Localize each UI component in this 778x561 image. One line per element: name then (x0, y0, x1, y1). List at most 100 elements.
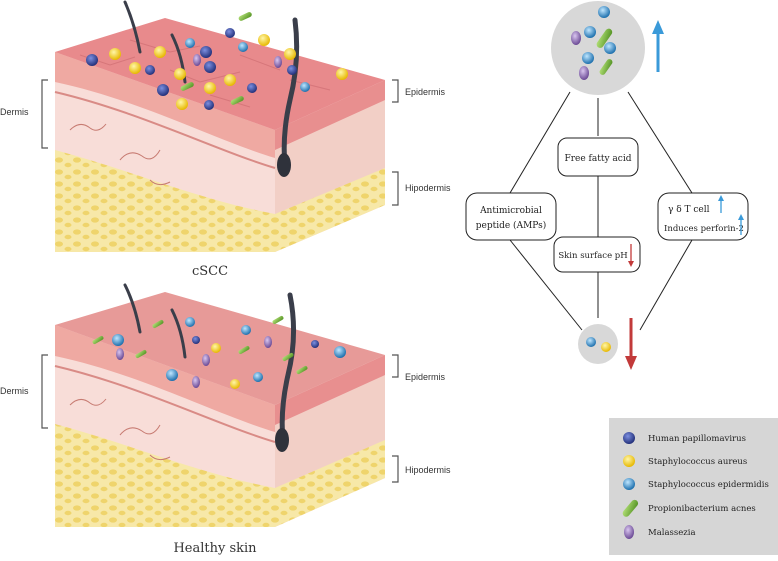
epidermis-bracket (392, 354, 399, 378)
malassezia-icon (116, 348, 124, 360)
epidermis-label: Epidermis (405, 87, 446, 97)
staph-epidermidis-icon (598, 6, 610, 18)
mechanism-diagram: Free fatty acid Antimicrobial peptide (A… (465, 1, 749, 370)
staph-aureus-icon (211, 343, 221, 353)
p-acnes-icon (596, 28, 613, 48)
legend-label: Malassezia (648, 528, 696, 538)
perforin-increase-arrow-icon (738, 214, 744, 220)
staph-aureus-icon (129, 62, 141, 74)
malassezia-icon (579, 66, 589, 80)
staph-epidermidis-icon (582, 52, 594, 64)
staph-epidermidis-icon (238, 42, 248, 52)
skin-block-cscc (54, 0, 385, 252)
hair-follicle (275, 428, 289, 452)
hair-shaft (123, 283, 142, 334)
legend: Human papillomavirus Staphylococcus aure… (609, 418, 778, 555)
hair-shaft (279, 292, 297, 443)
decrease-arrow-icon (625, 356, 637, 370)
staph-aureus-icon (176, 98, 188, 110)
hpv-icon (200, 46, 212, 58)
connector-line (639, 239, 693, 331)
hair-shaft (281, 17, 300, 168)
free-fatty-acid-label: Free fatty acid (565, 154, 632, 164)
dermis-bracket (41, 354, 48, 429)
hpv-icon (157, 84, 169, 96)
hpv-icon (145, 65, 155, 75)
staph-epidermidis-icon (604, 42, 616, 54)
staph-aureus-icon (623, 455, 635, 467)
dermis-label: Dermis (0, 107, 29, 117)
hair-shaft (123, 0, 142, 54)
hypodermis-label: Hipodermis (405, 183, 451, 193)
p-acnes-icon (180, 82, 194, 91)
hpv-icon (287, 65, 297, 75)
block-front-dermis-line (54, 365, 276, 443)
vessel-lines (69, 398, 171, 461)
staph-epidermidis-icon (253, 372, 263, 382)
staph-epidermidis-icon (334, 346, 346, 358)
staph-aureus-icon (174, 68, 186, 80)
malassezia-icon (192, 376, 200, 388)
amp-label-line2: peptide (AMPs) (476, 220, 546, 231)
gd-t-cell-label: γ δ T cell (668, 205, 710, 215)
p-acnes-icon (599, 59, 613, 75)
vessel-lines (69, 123, 171, 186)
hair-shaft (170, 308, 187, 359)
malassezia-icon (193, 54, 201, 66)
microbes-healthy (92, 316, 346, 389)
dermis-bracket (41, 79, 48, 149)
staph-aureus-icon (258, 34, 270, 46)
block-caption: Healthy skin (173, 541, 257, 556)
malassezia-icon (202, 354, 210, 366)
block-side-epidermis (275, 355, 385, 425)
block-front-epidermis (55, 52, 275, 158)
legend-box (609, 418, 778, 555)
p-acnes-icon (135, 350, 147, 358)
connector-line (509, 91, 571, 194)
hypodermis-bracket (392, 171, 399, 206)
hpv-icon (247, 83, 257, 93)
staph-aureus-icon (230, 379, 240, 389)
staph-aureus-icon (204, 82, 216, 94)
staph-epidermidis-icon (241, 325, 251, 335)
block-front-epidermis (55, 325, 275, 432)
legend-label: Propionibacterium acnes (648, 504, 756, 514)
free-fatty-acid-node (557, 137, 639, 177)
staph-epidermidis-icon (166, 369, 178, 381)
hypodermis-bracket (392, 455, 399, 483)
hpv-icon (623, 432, 635, 444)
staph-aureus-icon (109, 48, 121, 60)
staph-epidermidis-icon (300, 82, 310, 92)
legend-label: Staphylococcus aureus (648, 457, 747, 467)
p-acnes-icon (238, 12, 252, 21)
p-acnes-icon (622, 499, 639, 517)
staph-epidermidis-icon (185, 317, 195, 327)
block-front-hypodermis (55, 150, 275, 252)
malassezia-icon (264, 336, 272, 348)
staph-epidermidis-icon (185, 38, 195, 48)
block-caption: cSCC (192, 264, 228, 279)
hpv-icon (311, 340, 319, 348)
block-front-hypodermis (55, 424, 275, 527)
gd-t-cell-node (657, 192, 749, 241)
staph-epidermidis-icon (586, 337, 596, 347)
staph-epidermidis-icon (623, 478, 635, 490)
microbes-cscc (86, 12, 348, 110)
increase-arrow-icon (652, 20, 664, 34)
block-side-hypodermis (275, 168, 385, 252)
amp-label-line1: Antimicrobial (479, 206, 542, 216)
hpv-icon (192, 336, 200, 344)
p-acnes-icon (152, 320, 164, 328)
t-cell-increase-arrow-icon (718, 195, 724, 201)
staph-aureus-icon (336, 68, 348, 80)
epidermis-label: Epidermis (405, 372, 446, 382)
connector-line (627, 91, 693, 194)
bottom-microbe-circle (578, 324, 618, 364)
staph-epidermidis-icon (112, 334, 124, 346)
top-microbe-circle (551, 1, 645, 95)
hpv-icon (204, 61, 216, 73)
staph-aureus-icon (284, 48, 296, 60)
staph-aureus-icon (224, 74, 236, 86)
p-acnes-icon (238, 346, 250, 354)
